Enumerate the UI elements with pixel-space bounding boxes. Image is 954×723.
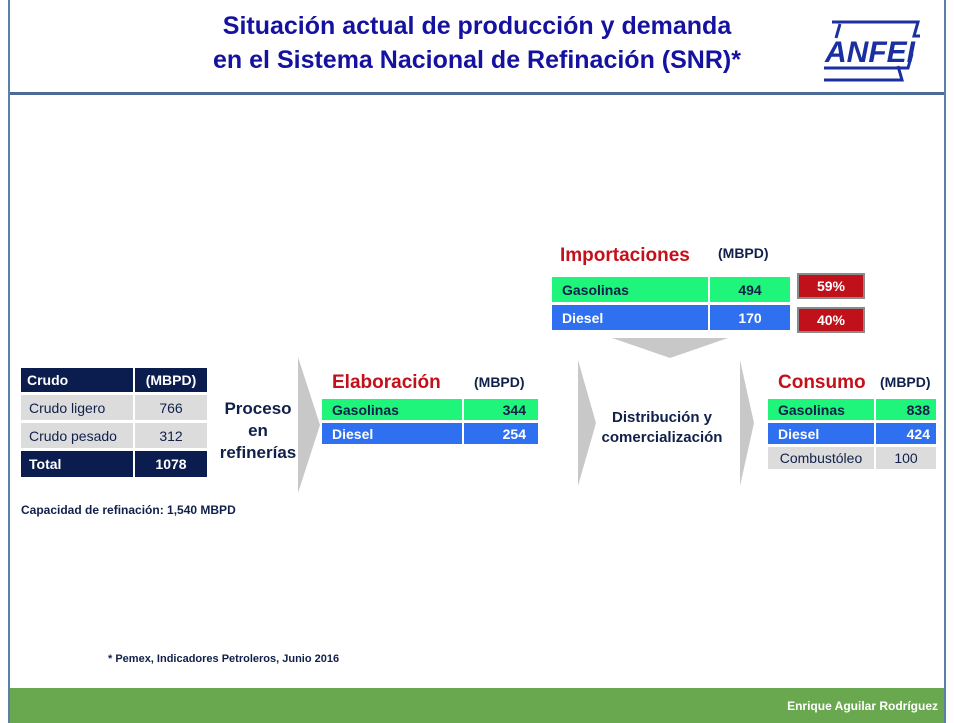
crudo-header-text: Crudo: [27, 372, 69, 388]
importaciones-diesel-label: Diesel: [562, 309, 604, 326]
elaboracion-row-label: Gasolinas: [322, 399, 462, 420]
importaciones-row-value: 170: [710, 305, 790, 330]
consumo-diesel-value: 424: [906, 425, 930, 442]
importaciones-gasolinas-share: 59%: [816, 278, 846, 294]
capacidad-text: Capacidad de refinación: 1,540 MBPD: [21, 503, 236, 517]
consumo-row-value: 838: [876, 399, 936, 420]
crudo-row-label: Crudo pesado: [21, 423, 133, 448]
importaciones-diesel-value: 170: [738, 309, 762, 326]
distribucion-label: Distribución y comercialización: [582, 408, 742, 448]
crudo-pesado-value: 312: [159, 427, 183, 444]
elaboracion-gasolinas-label: Gasolinas: [332, 401, 399, 418]
importaciones-gasolinas-label: Gasolinas: [562, 281, 629, 298]
consumo-row-label: Gasolinas: [768, 399, 874, 420]
crudo-unit-text: (MBPD): [145, 372, 197, 388]
proceso-line3: refinerías: [219, 443, 297, 462]
consumo-title: Consumo: [778, 372, 866, 393]
crudo-ligero-label: Crudo ligero: [29, 399, 106, 416]
crudo-total-label: Total: [21, 451, 133, 477]
consumo-row-label: Diesel: [768, 423, 874, 444]
consumo-combustoleo-label: Combustóleo: [779, 450, 863, 466]
importaciones-row-label: Diesel: [552, 305, 708, 330]
importaciones-share-badge: 59%: [797, 273, 865, 299]
crudo-row-value: 766: [135, 395, 207, 420]
elaboracion-row-value: 344: [464, 399, 538, 420]
logo-text: ANFEI: [824, 36, 916, 69]
right-frame-line: [944, 0, 946, 723]
distribution-arrows: [578, 360, 754, 486]
elaboracion-diesel-value: 254: [502, 425, 526, 442]
header-divider: [10, 92, 944, 95]
source-footnote: * Pemex, Indicadores Petroleros, Junio 2…: [108, 653, 340, 665]
importaciones-row-label: Gasolinas: [552, 277, 708, 302]
consumo-combustoleo-value: 100: [894, 450, 918, 466]
distribucion-line1: Distribución y: [611, 409, 712, 426]
importaciones-gasolinas-value: 494: [738, 281, 762, 298]
consumo-gasolinas-label: Gasolinas: [778, 401, 845, 418]
consumo-row-value: 424: [876, 423, 936, 444]
crudo-pesado-label: Crudo pesado: [29, 427, 117, 444]
importaciones-diesel-share: 40%: [816, 312, 846, 328]
crudo-total-number: 1078: [155, 456, 187, 472]
crudo-total-text: Total: [29, 456, 62, 472]
header: Situación actual de producción y demanda…: [10, 0, 944, 92]
crudo-header-label: Crudo: [21, 368, 133, 392]
anfei-logo: ANFEI: [824, 20, 920, 82]
elaboracion-gasolinas-value: 344: [502, 401, 526, 418]
footer-bar: Enrique Aguilar Rodríguez: [10, 688, 944, 723]
elaboracion-unit: (MBPD): [474, 374, 525, 390]
distribucion-line2: comercialización: [601, 429, 723, 446]
elaboracion-row-value: 254: [464, 423, 538, 444]
proceso-line1: Proceso: [224, 399, 292, 418]
crudo-ligero-value: 766: [159, 399, 183, 416]
elaboracion-row-label: Diesel: [322, 423, 462, 444]
importaciones-unit: (MBPD): [718, 245, 769, 261]
slide-title-line2: en el Sistema Nacional de Refinación (SN…: [213, 46, 741, 74]
elaboracion-diesel-label: Diesel: [332, 425, 374, 442]
crudo-total-value: 1078: [135, 451, 207, 477]
consumo-row-label: Combustóleo: [768, 447, 874, 469]
crudo-row-label: Crudo ligero: [21, 395, 133, 420]
left-frame-line: [8, 0, 10, 723]
proceso-label: Proceso en refinerías: [206, 398, 310, 464]
import-down-arrow: [612, 338, 728, 358]
importaciones-title: Importaciones: [560, 245, 690, 266]
elaboracion-title: Elaboración: [332, 372, 441, 393]
crudo-header-unit: (MBPD): [135, 368, 207, 392]
process-arrow: [298, 357, 320, 493]
consumo-unit: (MBPD): [880, 374, 931, 390]
importaciones-share-badge: 40%: [797, 307, 865, 333]
consumo-gasolinas-value: 838: [906, 401, 930, 418]
proceso-line2: en: [248, 421, 268, 440]
footer-author: Enrique Aguilar Rodríguez: [787, 699, 938, 713]
consumo-row-value: 100: [876, 447, 936, 469]
slide-title-line1: Situación actual de producción y demanda: [222, 12, 732, 40]
crudo-row-value: 312: [135, 423, 207, 448]
importaciones-row-value: 494: [710, 277, 790, 302]
consumo-diesel-label: Diesel: [778, 425, 820, 442]
